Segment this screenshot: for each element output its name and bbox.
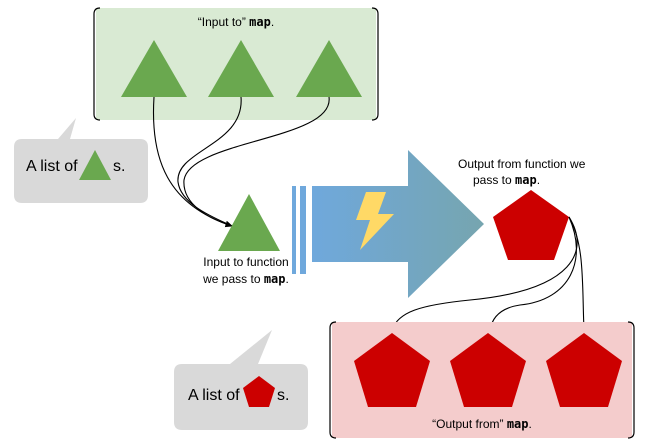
input-bubble-prefix: A list of	[26, 158, 78, 175]
lightning-icon	[356, 192, 394, 250]
input-connectors	[152, 96, 330, 228]
function-input-triangle	[218, 194, 280, 251]
function-output-label-line2: pass to map.	[473, 173, 540, 187]
triangle-icon	[79, 150, 111, 180]
input-box-caption: “Input to” map.	[198, 15, 274, 29]
output-list-bubble: A list of s.	[174, 330, 308, 430]
function-output-label-line1: Output from function we	[458, 157, 586, 171]
output-bubble-suffix: s.	[277, 387, 289, 404]
output-connectors	[390, 216, 588, 332]
output-pentagon-1	[354, 333, 430, 407]
function-output-pentagon	[493, 190, 569, 260]
output-pentagon-2	[450, 333, 526, 407]
input-list-bubble: A list of s.	[14, 118, 148, 203]
input-list-box: “Input to” map.	[93, 7, 379, 121]
input-triangle-1	[121, 40, 187, 97]
function-input-label-line1: Input to function	[203, 255, 288, 269]
output-pentagon-3	[546, 333, 622, 407]
function-arrow	[292, 150, 484, 298]
output-box-caption: “Output from” map.	[432, 417, 532, 431]
pentagon-icon	[243, 376, 275, 407]
input-triangle-3	[296, 40, 362, 97]
output-bubble-prefix: A list of	[188, 387, 240, 404]
function-input-label-line2: we pass to map.	[202, 272, 289, 286]
input-triangle-2	[208, 40, 274, 97]
output-list-box: “Output from” map.	[329, 321, 635, 439]
input-bubble-suffix: s.	[113, 158, 125, 175]
